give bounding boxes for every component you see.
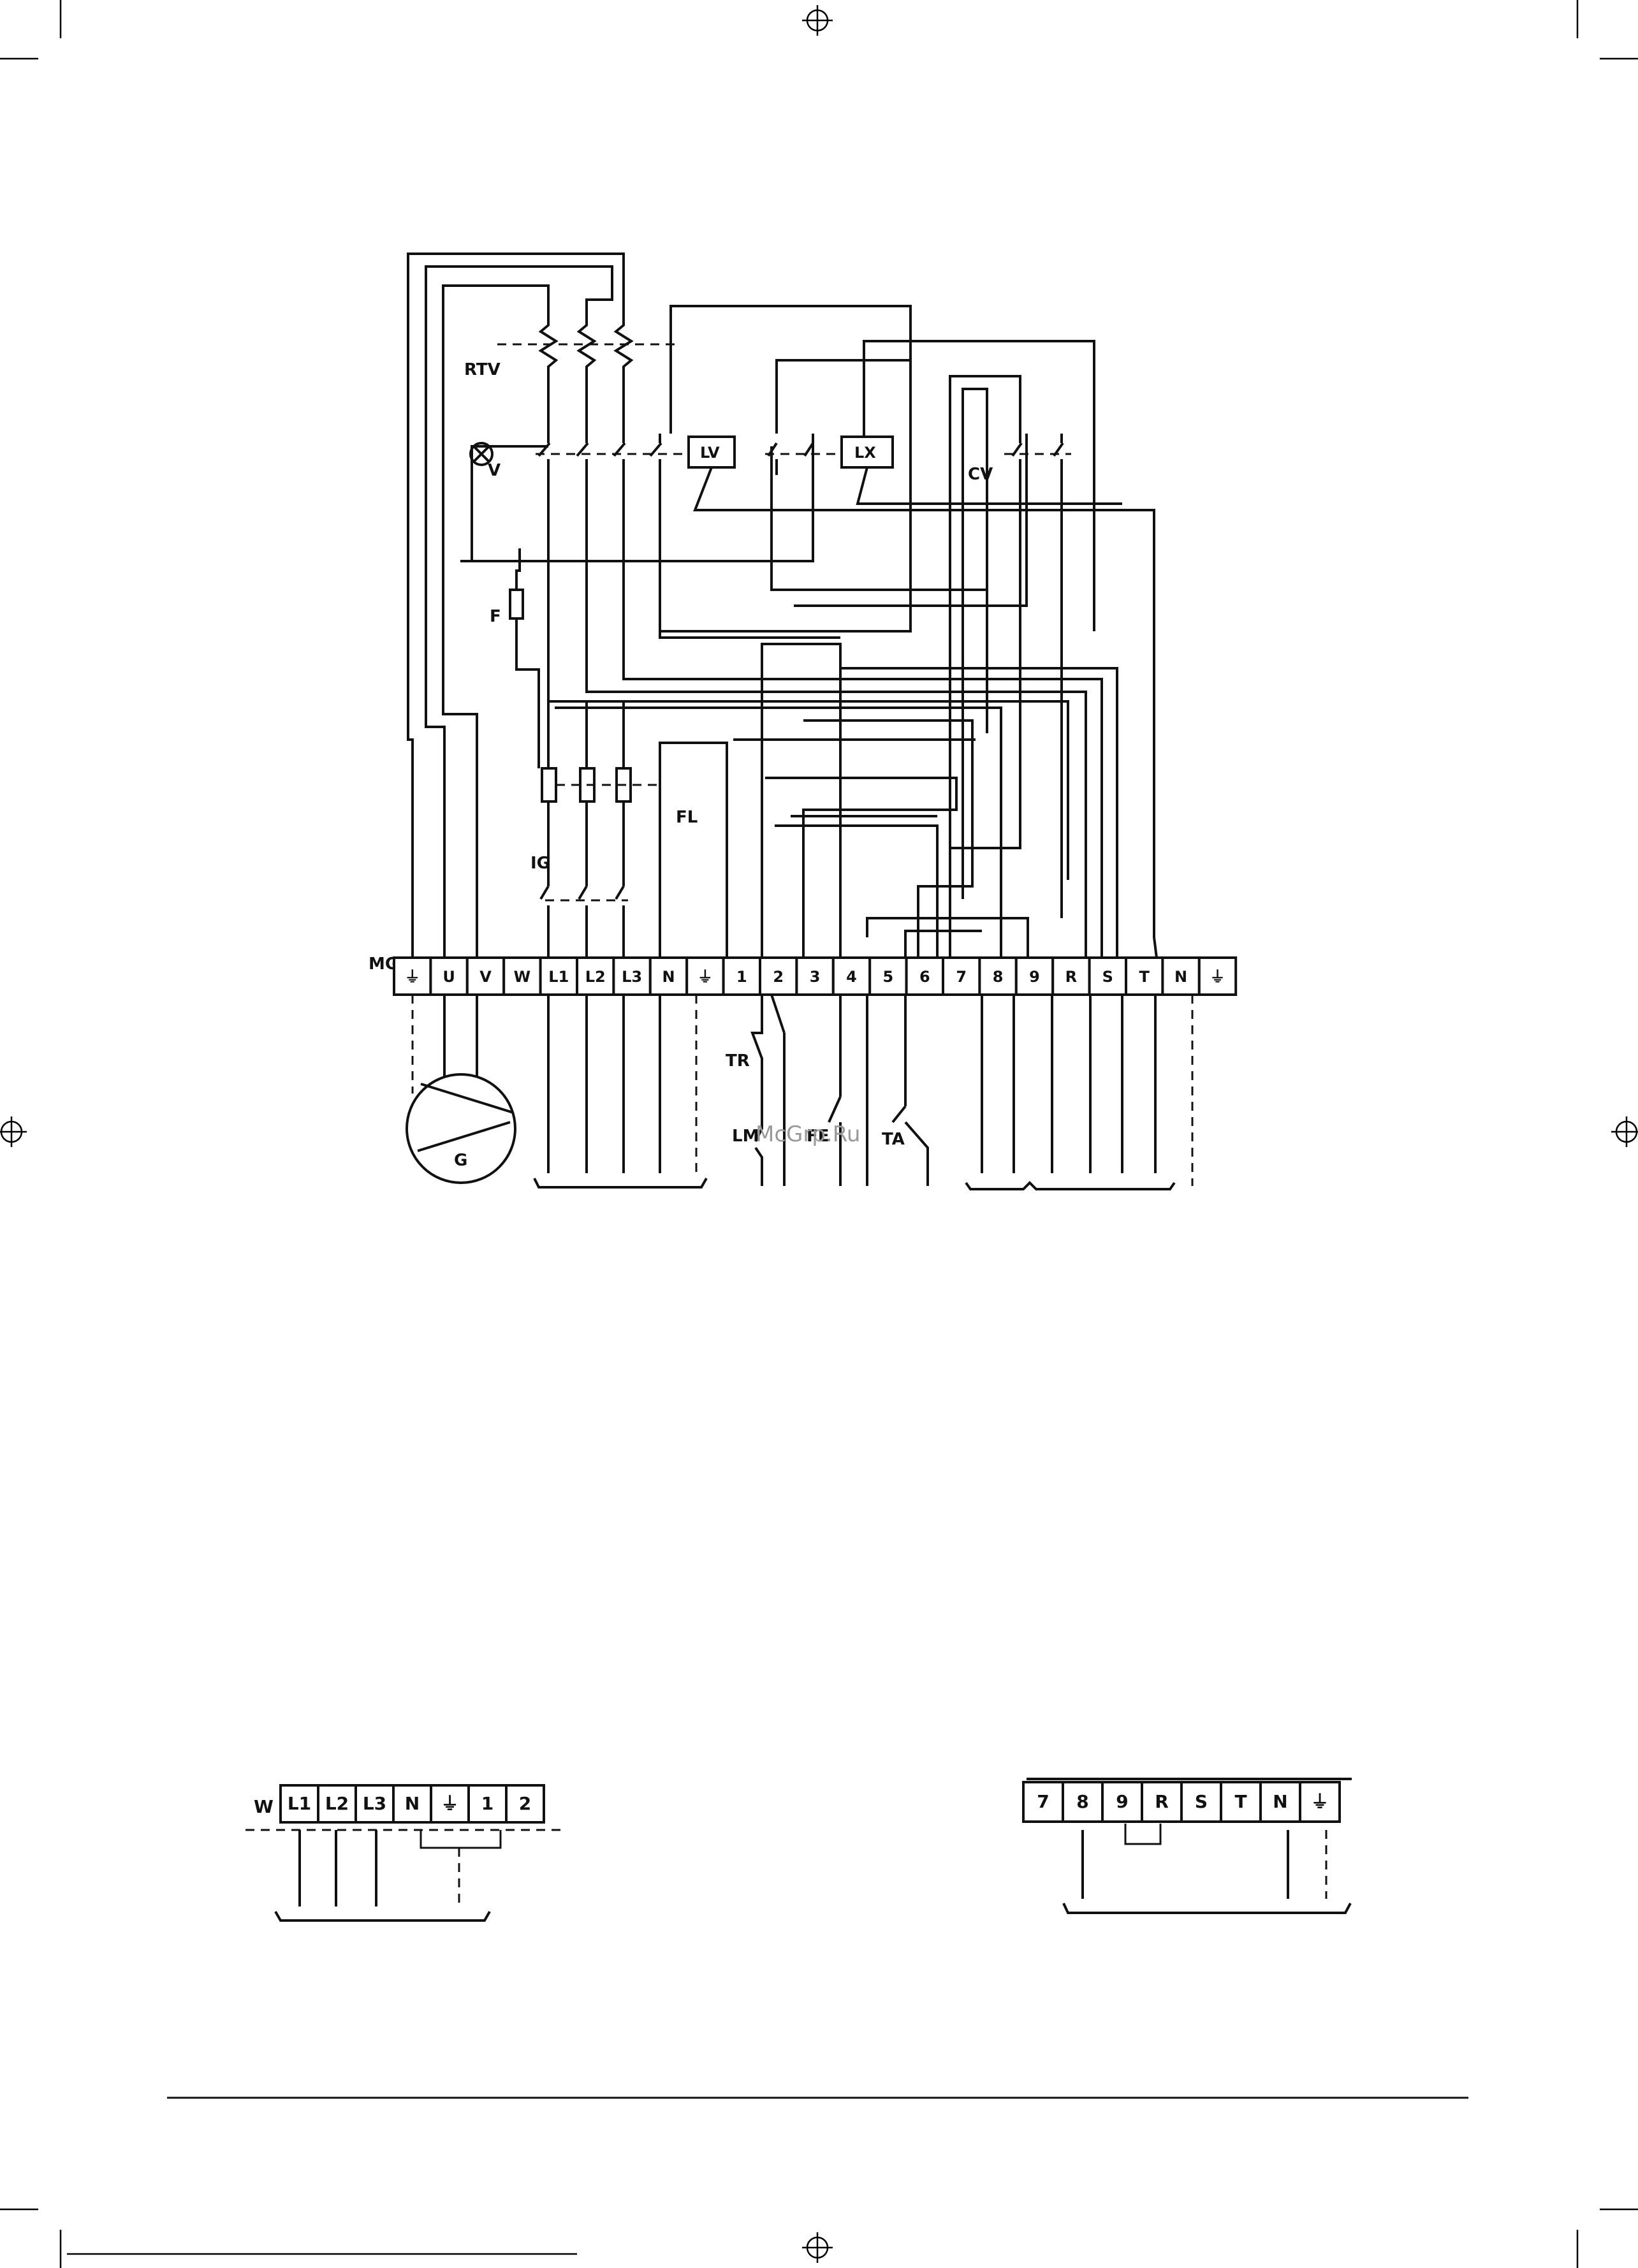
terminal-label: L1: [288, 1793, 311, 1814]
terminal-label: N: [1174, 968, 1187, 986]
terminal-label: T: [1234, 1791, 1247, 1812]
terminal-label: ⏚: [441, 1793, 458, 1814]
generator-label: G: [454, 1151, 467, 1170]
terminal-label: 1: [736, 968, 747, 986]
fl-label: FL: [676, 808, 698, 827]
terminal-label: V: [479, 968, 492, 986]
terminal-label: R: [1155, 1791, 1169, 1812]
terminal-label: N: [662, 968, 675, 986]
fuse-f-label: F: [490, 607, 501, 626]
terminal-label: L2: [325, 1793, 349, 1814]
terminal-label: 2: [773, 968, 784, 986]
terminal-label: 8: [1076, 1791, 1088, 1812]
lamp-label: V: [488, 461, 501, 480]
lx-contactor: [765, 360, 910, 475]
terminal-label: T: [1139, 968, 1150, 986]
left-terminal-diagram: W L1 L2 L3 N ⏚ 1 2: [245, 1785, 561, 1920]
terminal-label: 7: [1037, 1791, 1049, 1812]
lx-label: LX: [854, 444, 876, 462]
terminal-label: ⏚: [1311, 1791, 1329, 1812]
left-terminal-block: L1 L2 L3 N ⏚ 1 2: [281, 1785, 544, 1822]
terminal-label: S: [1195, 1791, 1208, 1812]
ig-switch: [541, 886, 628, 963]
ta-label: TA: [882, 1130, 905, 1149]
terminal-label: 7: [956, 968, 967, 986]
cv-label: CV: [968, 465, 993, 484]
fl-fuses: [542, 701, 727, 963]
terminal-label: W: [514, 968, 530, 986]
cv-relay: [950, 434, 1071, 918]
terminal-label: N: [1273, 1791, 1287, 1812]
terminal-label: N: [405, 1793, 420, 1814]
terminal-label: 6: [919, 968, 930, 986]
terminal-label: R: [1065, 968, 1077, 986]
terminal-label: 1: [481, 1793, 494, 1814]
ig-label: IG: [530, 854, 550, 873]
terminal-label: 4: [846, 968, 857, 986]
terminal-label: 9: [1029, 968, 1040, 986]
terminal-label: 9: [1116, 1791, 1128, 1812]
tr-label: TR: [726, 1051, 750, 1071]
lv-label: LV: [700, 444, 720, 462]
terminal-label: U: [442, 968, 455, 986]
terminal-block: ⏚ U V W L1 L2 L3 N ⏚ 1 2 3 4 5 6 7 8 9 R S T N ⏚: [394, 958, 1236, 995]
terminal-label: ⏚: [698, 968, 713, 986]
terminal-label: 3: [810, 968, 821, 986]
terminal-label: 5: [883, 968, 894, 986]
rtv-thermal-relay: [497, 316, 676, 434]
terminal-label: 2: [519, 1793, 531, 1814]
terminal-label: ⏚: [405, 968, 420, 986]
right-terminal-block: 7 8 9 R S T N ⏚: [1023, 1782, 1340, 1822]
terminal-label: 8: [993, 968, 1004, 986]
left-block-prefix: W: [254, 1796, 274, 1817]
terminal-label: L3: [363, 1793, 386, 1814]
main-wiring-diagram: RTV V LV: [369, 254, 1236, 1189]
terminal-label: L3: [622, 968, 642, 986]
terminal-label: L2: [585, 968, 606, 986]
fuse-f: [510, 590, 523, 618]
terminal-label: ⏚: [1210, 968, 1225, 986]
terminal-label: S: [1102, 968, 1113, 986]
rtv-label: RTV: [464, 360, 501, 379]
right-terminal-diagram: 7 8 9 R S T N ⏚: [1023, 1779, 1352, 1913]
terminal-label: L1: [548, 968, 569, 986]
watermark: McGrp.Ru: [756, 1122, 860, 1147]
